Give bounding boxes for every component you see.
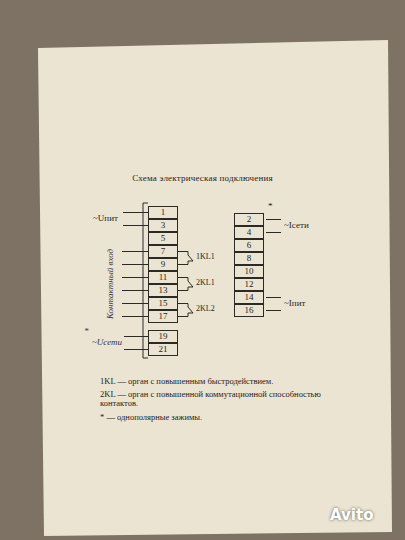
terminal-cell: 16 xyxy=(234,304,264,317)
diagram-title: Схема электрическая подключения xyxy=(0,174,405,184)
relay-contact xyxy=(178,278,193,291)
signal-name: * xyxy=(84,327,89,337)
terminal-cell: 1 xyxy=(148,206,178,219)
terminal-cell: 6 xyxy=(234,239,264,252)
contact-label: 2KL1 xyxy=(196,279,215,288)
terminal-cell: 3 xyxy=(148,219,178,232)
terminal-number: 12 xyxy=(245,280,254,289)
signal-name: ~Uпит xyxy=(93,214,118,224)
signal-name: ~Iсети xyxy=(284,221,309,231)
signal-name: Контактный вход xyxy=(106,249,116,319)
terminal-cell: 5 xyxy=(148,232,178,245)
terminal-cell: 12 xyxy=(234,278,264,291)
signal-name: * xyxy=(268,202,273,212)
terminal-cell: 14 xyxy=(234,291,264,304)
terminal-number: 11 xyxy=(159,273,168,282)
contact-label: 2KL2 xyxy=(196,305,215,314)
legend-note: 1KL — орган с повышенным быстродействием… xyxy=(100,377,325,386)
terminal-number: 1 xyxy=(161,208,166,217)
terminal-cell: 9 xyxy=(148,258,178,271)
terminal-number: 13 xyxy=(159,286,168,295)
terminal-cell: 2 xyxy=(234,213,264,226)
terminal-number: 8 xyxy=(247,254,252,263)
signal-name: ~Uсети xyxy=(92,338,122,348)
contact-label: 1KL1 xyxy=(196,253,215,262)
watermark: Avito xyxy=(330,507,373,524)
terminal-number: 15 xyxy=(159,299,168,308)
legend-note: * — однополярные зажимы. xyxy=(100,413,325,422)
wires xyxy=(122,203,281,358)
relay-contact xyxy=(178,304,193,317)
terminal-number: 5 xyxy=(161,234,166,243)
relay-contact xyxy=(178,252,193,265)
paper-sheet xyxy=(38,40,392,536)
terminal-number: 21 xyxy=(159,345,168,354)
terminal-cell: 13 xyxy=(148,284,178,297)
terminal-number: 4 xyxy=(247,228,252,237)
terminal-number: 16 xyxy=(245,306,254,315)
terminal-number: 3 xyxy=(161,221,166,230)
terminal-cell: 11 xyxy=(148,271,178,284)
terminal-cell: 17 xyxy=(148,310,178,323)
terminal-cell: 19 xyxy=(148,330,178,343)
terminal-cell: 15 xyxy=(148,297,178,310)
terminal-cell: 7 xyxy=(148,245,178,258)
terminal-number: 19 xyxy=(159,332,168,341)
legend-note: 2KL — орган с повышенной коммутационной … xyxy=(100,390,325,409)
signal-name: ~Iпит xyxy=(284,299,305,309)
terminal-cell: 21 xyxy=(148,343,178,356)
terminal-number: 9 xyxy=(161,260,166,269)
terminal-cell: 4 xyxy=(234,226,264,239)
terminal-cell: 10 xyxy=(234,265,264,278)
terminal-cell: 8 xyxy=(234,252,264,265)
terminal-number: 6 xyxy=(247,241,252,250)
terminal-number: 17 xyxy=(159,312,168,321)
terminal-number: 2 xyxy=(247,215,252,224)
terminal-number: 10 xyxy=(245,267,254,276)
terminal-number: 14 xyxy=(245,293,254,302)
terminal-number: 7 xyxy=(161,247,166,256)
